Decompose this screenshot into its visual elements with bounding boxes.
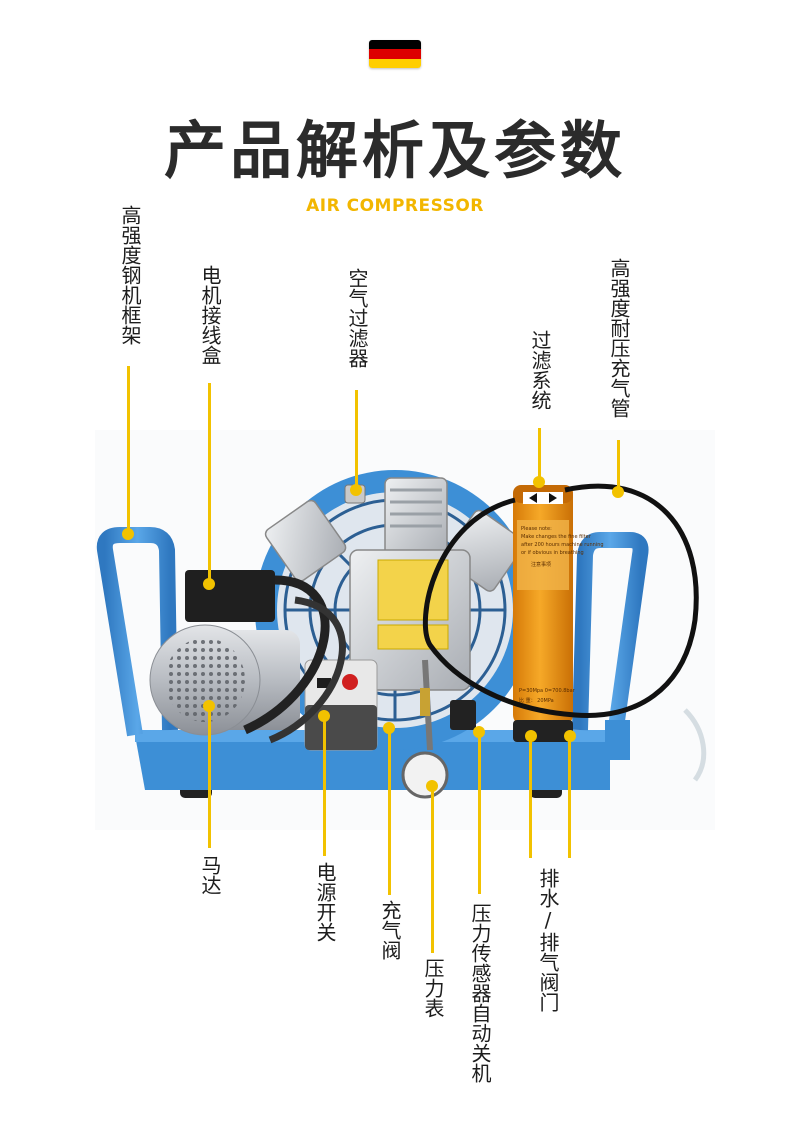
german-flag-icon	[369, 40, 421, 68]
svg-text:Make changes the fine filter: Make changes the fine filter	[521, 534, 592, 540]
callout-line-filter-system	[538, 428, 541, 478]
callout-dot-drain-valve-2	[564, 730, 576, 742]
svg-text:注意事项: 注意事项	[531, 561, 551, 568]
callout-label-steel-frame: 高强度钢机框架	[118, 205, 142, 345]
callout-dot-pressure-gauge	[426, 780, 438, 792]
callout-dot-filter-system	[533, 476, 545, 488]
callout-dot-air-filter	[350, 484, 362, 496]
svg-text:Please note:: Please note:	[521, 526, 552, 532]
callout-dot-steel-frame	[122, 528, 134, 540]
page-subtitle: AIR COMPRESSOR	[306, 196, 484, 216]
callout-label-motor-junction-box: 电机接线盒	[198, 265, 222, 365]
svg-text:after 200 hours machine runnin: after 200 hours machine running	[521, 542, 604, 548]
callout-dot-pressure-sensor	[473, 726, 485, 738]
callout-label-high-pressure-hose: 高强度耐压充气管	[607, 258, 631, 418]
callout-dot-drain-valve-1	[525, 730, 537, 742]
svg-text:or if obvious in breathing: or if obvious in breathing	[521, 550, 584, 556]
callout-dot-fill-valve	[383, 722, 395, 734]
callout-line-power-switch	[323, 718, 326, 856]
callout-line-motor	[208, 708, 211, 848]
page-title: 产品解析及参数	[163, 114, 626, 187]
callout-line-drain-valve-1	[529, 738, 532, 858]
callout-dot-power-switch	[318, 710, 330, 722]
flag-stripe-black	[369, 40, 421, 50]
callout-label-power-switch: 电源开关	[313, 862, 337, 942]
air-compressor-image: Please note: Make changes the fine filte…	[95, 430, 715, 830]
flag-stripe-gold	[369, 58, 421, 68]
flag-stripe-red	[369, 49, 421, 59]
callout-label-motor: 马达	[198, 855, 222, 895]
callout-dot-motor	[203, 700, 215, 712]
svg-text:P=30Mpa 0=700.8bar: P=30Mpa 0=700.8bar	[519, 688, 576, 694]
callout-dot-motor-junction-box	[203, 578, 215, 590]
callout-label-drain-vent-valve: 排水/排气阀门	[536, 868, 560, 1012]
callout-label-pressure-sensor: 压力传感器自动关机	[468, 903, 492, 1083]
callout-line-pressure-sensor	[478, 734, 481, 894]
callout-line-high-pressure-hose	[617, 440, 620, 490]
callout-label-fill-valve: 充气阀	[378, 900, 402, 960]
svg-text:比 重： 20MPa: 比 重： 20MPa	[519, 697, 554, 704]
callout-label-air-filter: 空气过滤器	[345, 268, 369, 368]
callout-line-drain-valve-2	[568, 738, 571, 858]
callout-line-air-filter	[355, 390, 358, 488]
callout-label-filter-system: 过滤系统	[528, 330, 552, 410]
callout-line-fill-valve	[388, 730, 391, 895]
callout-label-pressure-gauge: 压力表	[421, 958, 445, 1018]
callout-dot-high-pressure-hose	[612, 486, 624, 498]
callout-line-pressure-gauge	[431, 788, 434, 953]
callout-line-motor-junction-box	[208, 383, 211, 581]
callout-line-steel-frame	[127, 366, 130, 532]
